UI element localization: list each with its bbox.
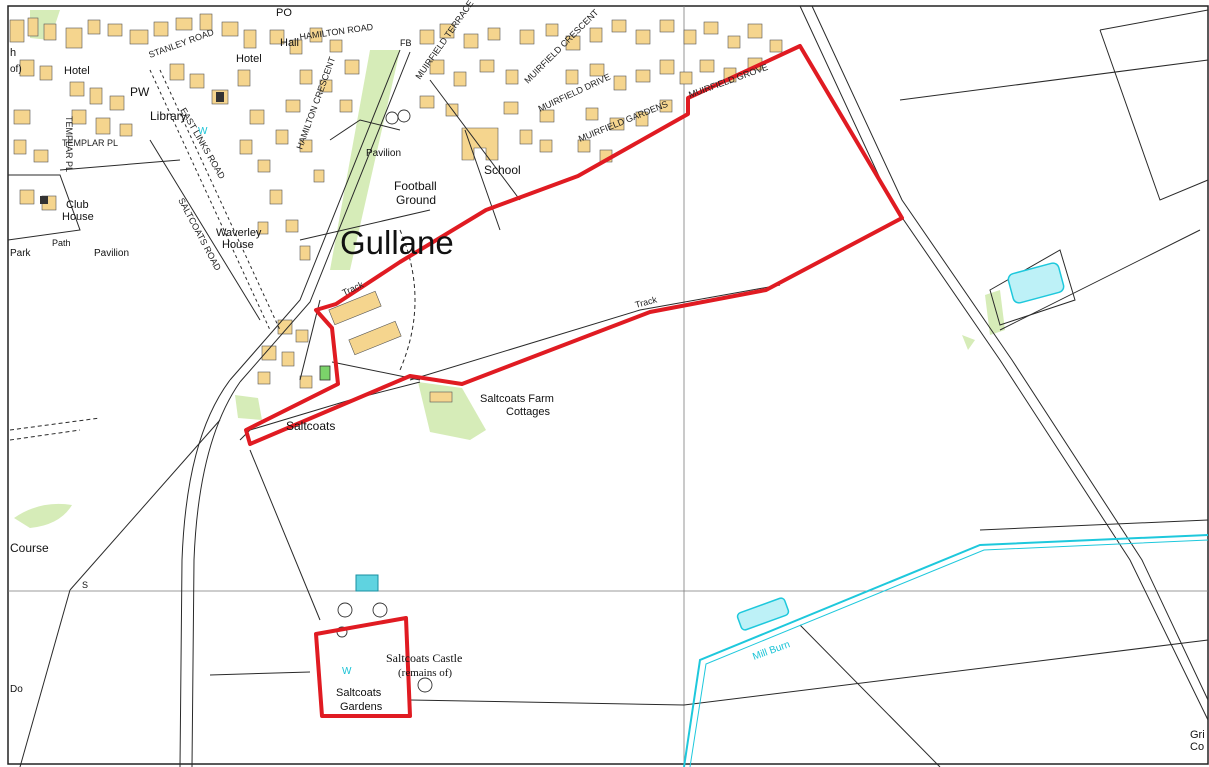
school-label: School: [484, 163, 521, 177]
dark-structures: [40, 92, 331, 381]
waverley-label-2: House: [222, 239, 254, 251]
gardens-label-1: Saltcoats: [336, 687, 382, 699]
town-buildings: [9, 13, 783, 403]
farm-cottages-label-2: Cottages: [506, 406, 551, 418]
w-label-1: W: [198, 126, 208, 137]
grid-label-1: Gri: [1190, 729, 1205, 741]
waverley-label-1: Waverley: [216, 227, 262, 239]
club-label-2: House: [62, 211, 94, 223]
town-label: Gullane: [340, 224, 454, 261]
hall-label: Hall: [280, 37, 299, 49]
of-label: of): [10, 64, 22, 75]
castle-label-2: (remains of): [398, 667, 452, 679]
roads: [7, 5, 1209, 767]
football-label-1: Football: [394, 179, 437, 193]
saltcoats-label: Saltcoats: [286, 419, 335, 433]
h-label: h: [10, 47, 16, 59]
do-label: Do: [10, 684, 23, 695]
library-label: Library: [150, 109, 187, 123]
pavilion-label-2: Pavilion: [94, 248, 129, 259]
pavilion-label-1: Pavilion: [366, 148, 401, 159]
farm-cottages-label-1: Saltcoats Farm: [480, 393, 554, 405]
grid-label-2: Co: [1190, 741, 1204, 753]
course-label: Course: [10, 541, 49, 555]
pw-label: PW: [130, 85, 150, 99]
grid-lines: [8, 6, 1208, 764]
park-label: Park: [10, 248, 32, 259]
site-boundary: [244, 44, 904, 718]
gardens-label-2: Gardens: [340, 701, 383, 713]
road-label-templar-2: TEMPLAR PL: [64, 116, 74, 172]
club-label-1: Club: [66, 199, 89, 211]
fb-label: FB: [400, 38, 412, 48]
trees: [336, 109, 433, 693]
football-label-2: Ground: [396, 193, 436, 207]
s-marker-label: S: [82, 580, 88, 590]
w-label-2: W: [342, 666, 352, 677]
hotel-label-1: Hotel: [64, 65, 90, 77]
water: [355, 262, 1209, 767]
castle-label-1: Saltcoats Castle: [386, 651, 462, 665]
road-label-templar: TEMPLAR PL: [62, 138, 118, 148]
hotel-label-2: Hotel: [236, 53, 262, 65]
map-frame: [7, 5, 1209, 765]
path-label: Path: [52, 238, 71, 248]
po-label: PO: [276, 7, 292, 19]
